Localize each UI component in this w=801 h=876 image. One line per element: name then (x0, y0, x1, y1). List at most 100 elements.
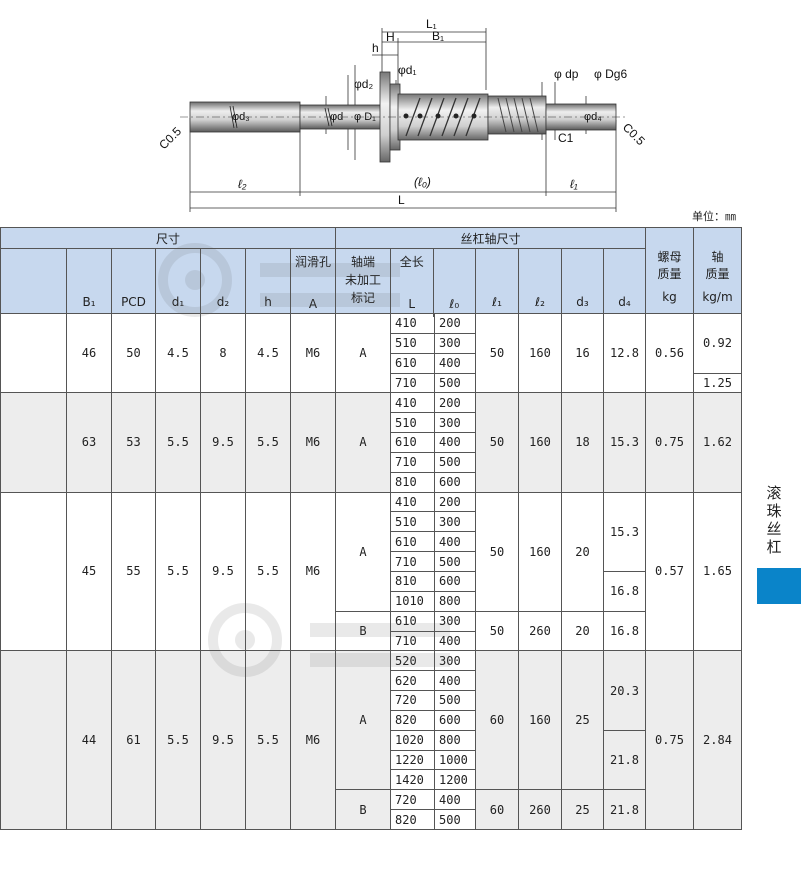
cell-shaft-end: A (335, 491, 391, 612)
cell-l2: 160 (518, 312, 562, 394)
header-A: A (308, 297, 318, 311)
cell-lube: M6 (290, 392, 336, 493)
cell-l2: 160 (518, 650, 562, 791)
header-lube-label: 润滑孔 (294, 255, 331, 269)
header-L: L (408, 297, 416, 311)
dim-L1: L₁ (426, 17, 437, 31)
chamfer-left: C0.5 (156, 124, 184, 152)
cell-L: 1420 (390, 769, 435, 791)
cell-PCD: 55 (111, 491, 156, 652)
cell-h: 5.5 (245, 392, 291, 493)
cell-lube: M6 (290, 650, 336, 830)
header-screw-dims: 丝杠轴尺寸 (335, 227, 646, 249)
cell-l1: 60 (475, 789, 519, 830)
cell-d1: 5.5 (155, 491, 201, 652)
cell-B1: 63 (66, 392, 112, 493)
dim-d2: φd₂ (354, 77, 373, 91)
cell-d3: 18 (561, 392, 604, 493)
cell-h: 5.5 (245, 650, 291, 830)
header-d1: d₁ (155, 248, 201, 314)
cell-d2: 9.5 (200, 491, 246, 652)
dim-B1: B₁ (432, 29, 444, 43)
cell-l0: 400 (434, 531, 476, 553)
cell-L: 1020 (390, 729, 435, 751)
dim-L: L (398, 193, 405, 207)
dim-d3: φd₃ (232, 111, 250, 123)
cell-d3: 20 (561, 610, 604, 652)
header-d3: d₃ (561, 248, 604, 314)
cell-l0: 800 (434, 590, 476, 612)
cell-l1: 50 (475, 491, 519, 612)
cell-l0: 800 (434, 729, 476, 751)
dim-D1: φ D₁ (354, 111, 376, 123)
cell-B1: 46 (66, 312, 112, 394)
header-blank (0, 248, 67, 314)
cell-d1: 5.5 (155, 392, 201, 493)
cell-L: 1010 (390, 590, 435, 612)
cell-L: 510 (390, 412, 435, 434)
cell-l0: 400 (434, 432, 476, 453)
cell-B1: 44 (66, 650, 112, 830)
cell-shaft-mass: 1.65 (693, 491, 742, 652)
cell-l0: 400 (434, 352, 476, 374)
cell-L: 710 (390, 630, 435, 652)
cell-shaft-mass: 1.62 (693, 392, 742, 493)
cell-l0: 600 (434, 471, 476, 493)
cell-l0: 1000 (434, 749, 476, 771)
cell-L: 710 (390, 551, 435, 572)
cell-l0: 500 (434, 809, 476, 830)
header-d4: d₄ (603, 248, 646, 314)
cell-d4: 16.8 (603, 570, 646, 612)
header-h: h (245, 248, 291, 314)
cell-l0: 1200 (434, 769, 476, 791)
cell-l2: 260 (518, 610, 562, 652)
header-nut-mass-unit: kg (662, 289, 677, 304)
chamfer-right: C0.5 (620, 120, 648, 148)
cell-l0: 500 (434, 372, 476, 394)
cell-l0: 600 (434, 570, 476, 592)
header-PCD: PCD (111, 248, 156, 314)
dim-H: H (386, 30, 395, 44)
cell-d2: 9.5 (200, 392, 246, 493)
header-lube: 润滑孔 A (290, 248, 336, 314)
dim-h: h (372, 41, 379, 55)
cell-d1: 5.5 (155, 650, 201, 830)
dim-C1: C1 (558, 131, 574, 145)
cell-d4: 20.3 (603, 650, 646, 731)
cell-l0: 500 (434, 451, 476, 473)
cell-L: 810 (390, 570, 435, 592)
cell-L: 710 (390, 451, 435, 473)
cell-L: 810 (390, 471, 435, 493)
cell-L: 610 (390, 352, 435, 374)
cell-L: 620 (390, 670, 435, 692)
cell-L: 720 (390, 789, 435, 811)
cell-shaft-end: B (335, 789, 391, 830)
section-tab (757, 568, 801, 604)
cell-l2: 160 (518, 491, 562, 612)
cell-h: 4.5 (245, 312, 291, 394)
cell-L: 820 (390, 809, 435, 830)
cell-L: 410 (390, 392, 435, 414)
cell-lube: M6 (290, 312, 336, 394)
cell-shaft-end: A (335, 650, 391, 791)
header-shaft-mass-unit: kg/m (702, 289, 733, 304)
cell-PCD: 61 (111, 650, 156, 830)
cell-nut-mass: 0.75 (645, 392, 694, 493)
